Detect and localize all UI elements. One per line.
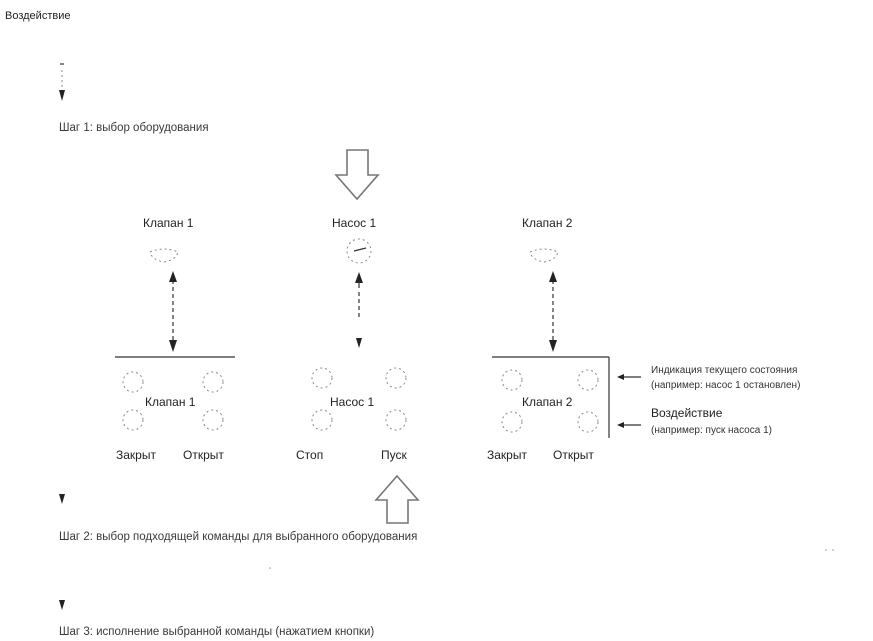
speck [269, 567, 271, 569]
valve2-link-arrow-up [549, 271, 557, 282]
pump1-up-arrow [355, 272, 363, 283]
action-annotation-title: Воздействие [651, 406, 723, 420]
step2-down-arrow [59, 494, 65, 504]
speck [832, 549, 834, 551]
top-down-arrow [59, 90, 65, 101]
valve1-panel-buttons [122, 371, 224, 431]
valve1-link-arrow-down [169, 340, 177, 352]
action-annotation-example: (например: пуск насоса 1) [651, 425, 772, 436]
valve1-symbol [149, 248, 179, 263]
valve1-panel-title: Клапан 1 [145, 395, 196, 409]
state-annotation-example: (например: насос 1 остановлен) [651, 380, 801, 391]
valve1-open-button[interactable]: Открыт [183, 448, 224, 462]
state-annotation-arrow [617, 374, 624, 380]
valve1-label: Клапан 1 [143, 216, 194, 230]
top-action-label: Воздействие [5, 10, 71, 22]
step2-label: Шаг 2: выбор подходящей команды для выбр… [59, 531, 418, 543]
step3-label: Шаг 3: исполнение выбранной команды (наж… [59, 626, 375, 638]
valve2-panel-buttons [501, 369, 599, 433]
hollow-arrow-down [334, 149, 380, 201]
pump1-stop-button[interactable]: Стоп [296, 448, 324, 462]
pump1-panel-title: Насос 1 [330, 395, 375, 409]
valve2-label: Клапан 2 [522, 216, 573, 230]
valve1-link-arrow-up [169, 271, 177, 282]
valve1-close-button[interactable]: Закрыт [116, 448, 156, 462]
valve2-link-arrow-down [549, 340, 557, 352]
step3-down-arrow [59, 600, 65, 610]
pump1-symbol [346, 238, 372, 264]
pump1-label: Насос 1 [332, 216, 377, 230]
pump1-down-arrow [356, 338, 362, 348]
speck [825, 549, 827, 551]
pump1-start-button[interactable]: Пуск [381, 448, 407, 462]
action-annotation-arrow [617, 422, 624, 428]
pump1-panel-buttons [311, 367, 407, 431]
step1-label: Шаг 1: выбор оборудования [59, 122, 209, 134]
valve2-close-button[interactable]: Закрыт [487, 448, 527, 462]
valve2-panel-title: Клапан 2 [522, 395, 573, 409]
valve2-symbol [529, 248, 559, 263]
hollow-arrow-up [374, 474, 420, 524]
valve2-open-button[interactable]: Открыт [553, 448, 594, 462]
state-annotation-title: Индикация текущего состояния [651, 365, 798, 376]
